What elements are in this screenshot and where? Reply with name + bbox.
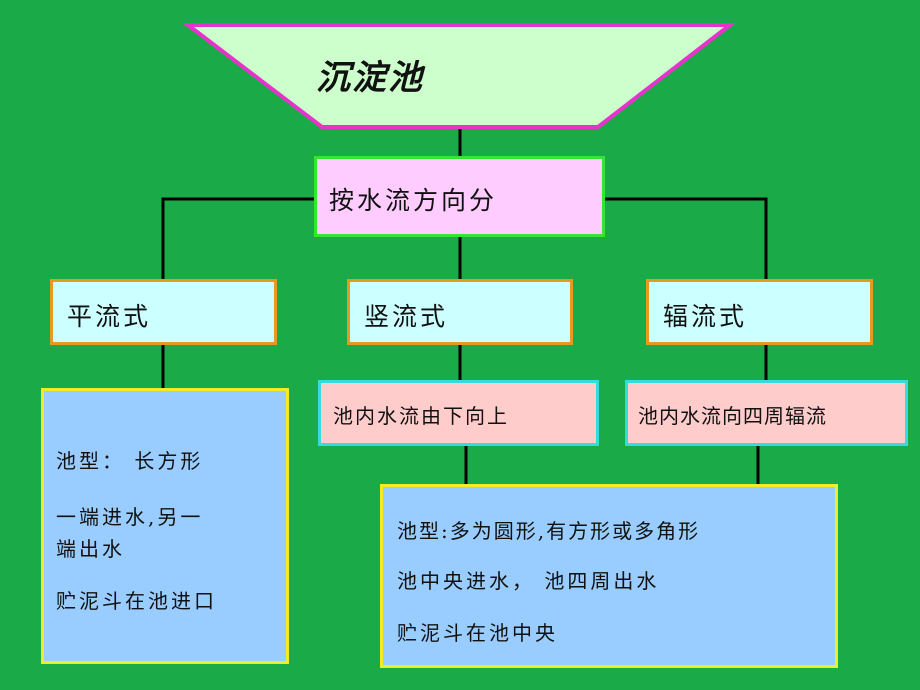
- vertical-radial-hopper-text: 贮泥斗在池中央: [397, 621, 558, 645]
- connector-method-to-left: [161, 197, 314, 279]
- flow-text-vertical: 池内水流由下向上: [333, 404, 509, 428]
- type-box-vertical: 竖流式: [347, 279, 573, 345]
- horizontal-inlet-text: 一端进水,另一: [56, 505, 204, 529]
- connector-method-to-right: [605, 197, 768, 279]
- flow-text-radial: 池内水流向四周辐流: [638, 404, 827, 428]
- horizontal-shape-text: 池型： 长方形: [56, 449, 204, 473]
- flow-box-radial: 池内水流向四周辐流: [625, 380, 908, 446]
- classification-box: 按水流方向分: [314, 156, 605, 237]
- type-box-radial: 辐流式: [646, 279, 873, 345]
- title-trapezoid: [182, 23, 736, 129]
- info-box-vertical-radial: 池型:多为圆形,有方形或多角形 池中央进水， 池四周出水 贮泥斗在池中央: [380, 484, 838, 668]
- horizontal-outlet-text: 端出水: [56, 537, 125, 561]
- type-label-radial: 辐流式: [663, 302, 748, 331]
- diagram-title: 沉淀池: [316, 58, 424, 98]
- flow-box-vertical: 池内水流由下向上: [318, 380, 599, 446]
- type-box-horizontal: 平流式: [50, 279, 277, 345]
- vertical-radial-flow-text: 池中央进水， 池四周出水: [397, 569, 660, 593]
- type-label-vertical: 竖流式: [364, 302, 449, 331]
- info-box-horizontal: 池型： 长方形 一端进水,另一 端出水 贮泥斗在池进口: [41, 388, 289, 664]
- classification-label: 按水流方向分: [329, 186, 498, 215]
- horizontal-hopper-text: 贮泥斗在池进口: [56, 589, 217, 613]
- type-label-horizontal: 平流式: [67, 302, 152, 331]
- vertical-radial-shape-text: 池型:多为圆形,有方形或多角形: [397, 519, 701, 543]
